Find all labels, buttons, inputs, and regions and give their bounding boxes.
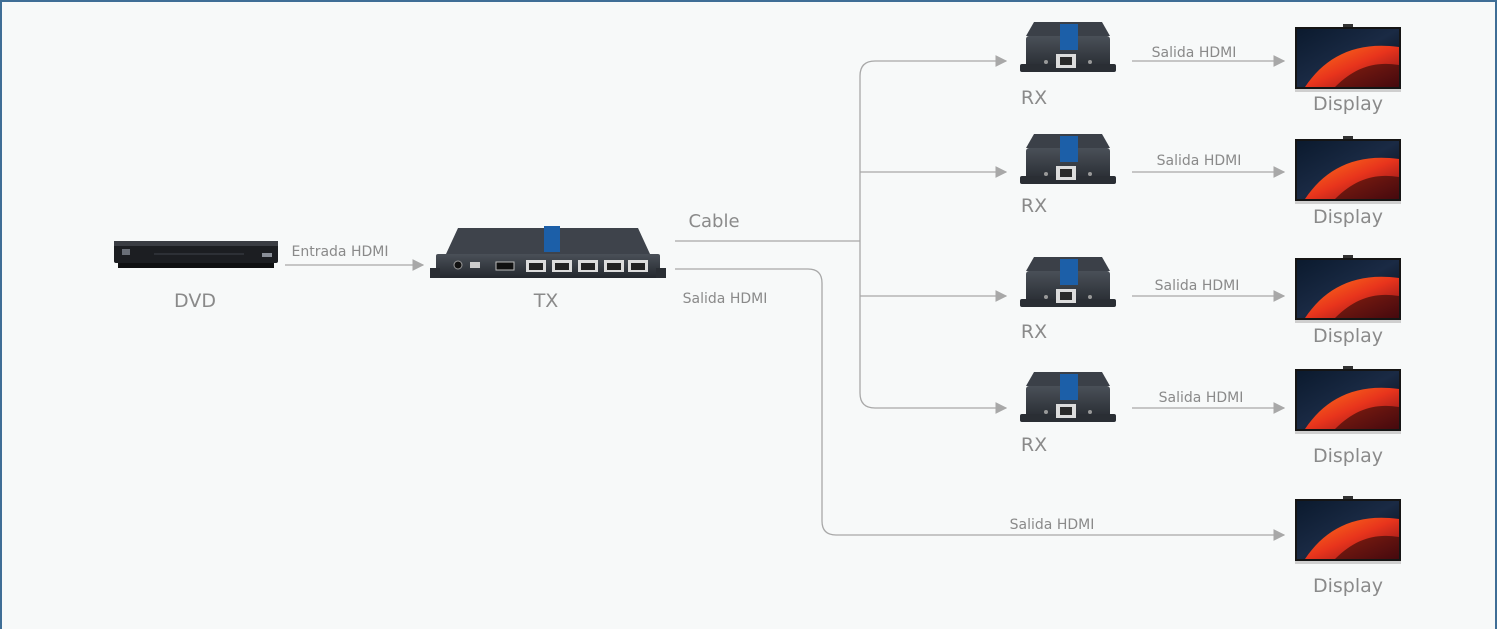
rx-output-label-1: Salida HDMI	[1152, 45, 1237, 61]
tx-transmitter-icon	[430, 226, 666, 278]
display-icon-3	[1295, 255, 1401, 323]
dvd-label: DVD	[174, 290, 216, 312]
rx-receiver-icon-2	[1020, 134, 1116, 184]
tx-label: TX	[533, 290, 559, 312]
display-icon-4	[1295, 366, 1401, 434]
display-icon-2	[1295, 136, 1401, 204]
rx-output-label-3: Salida HDMI	[1155, 278, 1240, 294]
display-label-3: Display	[1313, 325, 1383, 347]
tx-output-label: Salida HDMI	[683, 291, 768, 307]
rx-label-1: RX	[1021, 87, 1047, 109]
display-label-1: Display	[1313, 93, 1383, 115]
rx-receiver-icon-4	[1020, 372, 1116, 422]
rx-receiver-icon-1	[1020, 22, 1116, 72]
rx-label-2: RX	[1021, 195, 1047, 217]
rx-label-3: RX	[1021, 321, 1047, 343]
rx-label-4: RX	[1021, 434, 1047, 456]
cable-label: Cable	[688, 211, 739, 232]
bus-wire	[859, 60, 876, 409]
display-label-4: Display	[1313, 445, 1383, 467]
dvd-player-icon	[114, 241, 278, 268]
rx-output-label-2: Salida HDMI	[1157, 153, 1242, 169]
display-label-2: Display	[1313, 206, 1383, 228]
display-icon-1	[1295, 24, 1401, 92]
wires	[285, 55, 1286, 541]
rx-output-label-4: Salida HDMI	[1159, 390, 1244, 406]
display-icon-5	[1295, 496, 1401, 564]
display-label-5: Display	[1313, 575, 1383, 597]
input-label: Entrada HDMI	[292, 244, 389, 260]
direct-output-label: Salida HDMI	[1010, 517, 1095, 533]
rx-receiver-icon-3	[1020, 257, 1116, 307]
direct-output-wire	[675, 268, 1286, 541]
